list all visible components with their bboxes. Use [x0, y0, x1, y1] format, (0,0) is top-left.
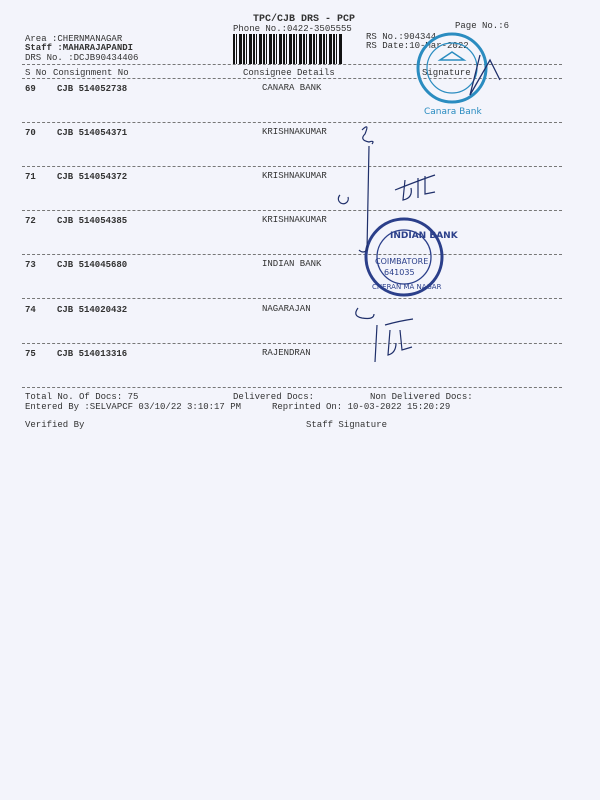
row-consignee: RAJENDRAN: [262, 348, 311, 358]
row-sno: 75: [25, 349, 36, 359]
row-consignee: KRISHNAKUMAR: [262, 171, 327, 181]
phone-number: Phone No.:0422-3505555: [233, 24, 352, 34]
rs-date: RS Date:10-Mar-2022: [366, 41, 469, 51]
row-sno: 74: [25, 305, 36, 315]
divider: [22, 343, 562, 344]
row-consignment: CJB 514054385: [57, 216, 128, 226]
entered-by: Entered By :SELVAPCF 03/10/22 3:10:17 PM: [25, 402, 242, 412]
row-consignment: CJB 514045680: [57, 260, 128, 270]
canara-stamp-text: Canara Bank: [424, 107, 482, 117]
verified-by: Verified By: [25, 420, 85, 430]
row-sno: 72: [25, 216, 36, 226]
row-consignment: CJB 514020432: [57, 305, 128, 315]
divider: [22, 64, 562, 65]
row-consignment: CJB 514054371: [57, 128, 128, 138]
row-consignment: CJB 514013316: [57, 349, 128, 359]
indian-bank-stamp-name: INDIAN BANK: [390, 231, 459, 241]
col-consignment: Consignment No: [53, 68, 129, 78]
col-sno: S No: [25, 68, 47, 78]
signature-nagarajan: [355, 307, 414, 363]
indian-bank-stamp-city: COIMBATORE: [375, 257, 428, 266]
rs-number: RS No.:904344: [366, 32, 437, 42]
row-sno: 69: [25, 84, 36, 94]
signature-krishnakumar: [337, 126, 436, 253]
row-consignee: CANARA BANK: [262, 83, 322, 93]
row-sno: 73: [25, 260, 36, 270]
staff-signature: Staff Signature: [306, 420, 388, 430]
row-consignee: INDIAN BANK: [262, 259, 322, 269]
document-title: TPC/CJB DRS - PCP: [253, 14, 356, 25]
divider: [22, 387, 562, 388]
row-consignment: CJB 514052738: [57, 84, 128, 94]
row-sno: 71: [25, 172, 36, 182]
barcode: [233, 34, 343, 64]
delivered-docs: Delivered Docs:: [233, 392, 315, 402]
staff: Staff :MAHARAJAPANDI: [25, 43, 134, 53]
divider: [22, 166, 562, 167]
divider: [22, 298, 562, 299]
reprinted-on: Reprinted On: 10-03-2022 15:20:29: [272, 402, 451, 412]
row-sno: 70: [25, 128, 36, 138]
page-number: Page No.:6: [455, 21, 510, 31]
divider: [22, 122, 562, 123]
row-consignee: KRISHNAKUMAR: [262, 215, 327, 225]
divider: [22, 210, 562, 211]
row-consignee: KRISHNAKUMAR: [262, 127, 327, 137]
col-signature: Signature: [422, 68, 471, 78]
indian-bank-stamp: [364, 217, 444, 297]
total-docs: Total No. Of Docs: 75: [25, 392, 139, 402]
canara-bank-stamp: [416, 32, 488, 104]
indian-bank-stamp-branch: CHERAN MA NAGAR: [372, 283, 442, 291]
row-consignment: CJB 514054372: [57, 172, 128, 182]
non-delivered-docs: Non Delivered Docs:: [370, 392, 473, 402]
area: Area :CHERNMANAGAR: [25, 34, 123, 44]
signature-row-69: [469, 54, 501, 96]
indian-bank-stamp-code: 641035: [384, 268, 415, 277]
divider: [22, 254, 562, 255]
row-consignee: NAGARAJAN: [262, 304, 311, 314]
divider: [22, 78, 562, 79]
drs-number: DRS No. :DCJB90434406: [25, 53, 139, 63]
col-consignee: Consignee Details: [243, 68, 335, 78]
